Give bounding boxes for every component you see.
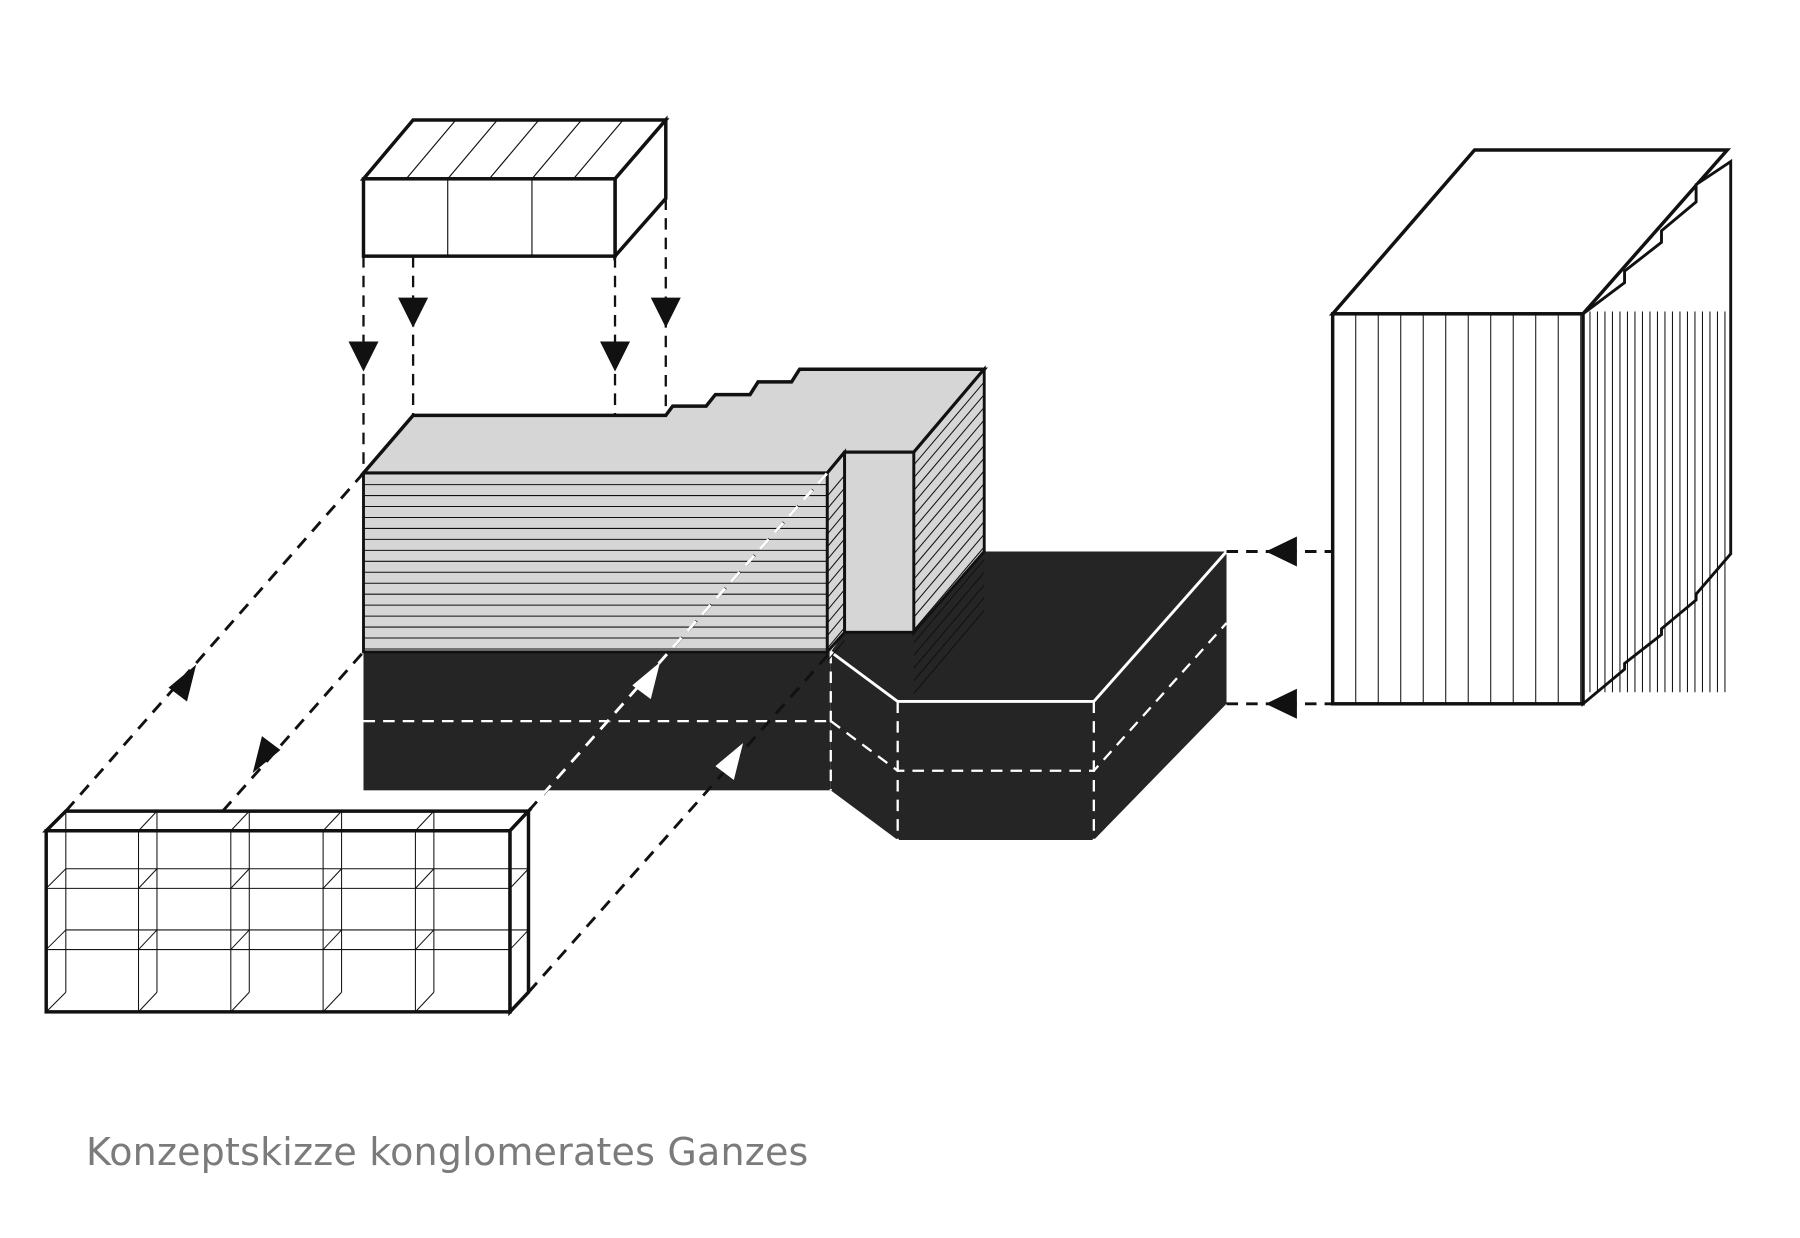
grid-box-volume [42, 806, 533, 1017]
leftward-arrows [1226, 536, 1333, 719]
right-tower-volume [1328, 148, 1733, 707]
grey-main-volume [359, 365, 988, 694]
caption: Konzeptskizze konglomerates Ganzes [86, 1130, 809, 1174]
diagonal-arrowheads [168, 662, 744, 780]
arrowheads-down [348, 297, 681, 372]
top-box-volume [359, 115, 670, 261]
